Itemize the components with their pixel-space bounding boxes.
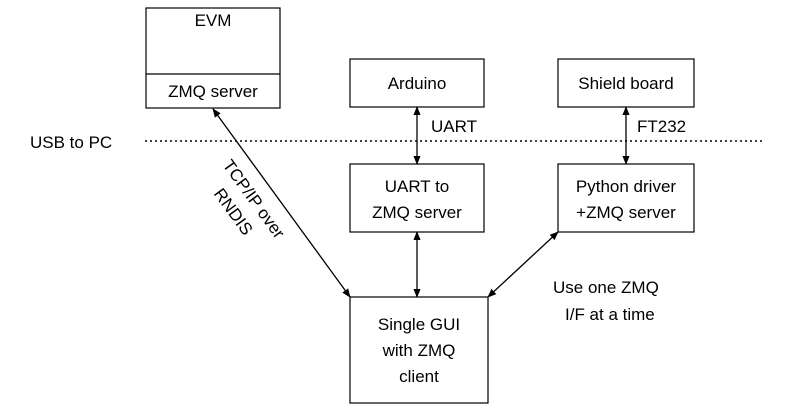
- uart-zmq-server-box: [349, 163, 485, 233]
- note-line1: Use one ZMQ: [553, 278, 659, 297]
- uart-zmq-server-line1: UART to: [385, 177, 450, 196]
- evm-node: EVM ZMQ server: [145, 7, 281, 109]
- gui-line2: with ZMQ: [382, 341, 456, 360]
- shield-board-label: Shield board: [578, 74, 673, 93]
- evm-title: EVM: [195, 11, 232, 30]
- python-driver-gui-arrow: [487, 231, 559, 298]
- evm-box: [145, 7, 281, 109]
- evm-zmq-server-label: ZMQ server: [168, 82, 258, 101]
- shield-board-box: [557, 58, 695, 108]
- uart-edge-label: UART: [431, 117, 477, 136]
- gui-line1: Single GUI: [378, 315, 460, 334]
- gui-node: Single GUI with ZMQ client: [349, 296, 489, 404]
- python-driver-node: Python driver +ZMQ server: [557, 163, 695, 233]
- gui-line3: client: [399, 367, 439, 386]
- evm-gui-tcpip-arrow: [212, 108, 351, 298]
- uart-zmq-server-node: UART to ZMQ server: [349, 163, 485, 233]
- python-driver-line2: +ZMQ server: [576, 203, 676, 222]
- gui-box: [349, 296, 489, 404]
- python-driver-line1: Python driver: [576, 177, 676, 196]
- arduino-node: Arduino: [349, 58, 485, 108]
- note-line2: I/F at a time: [565, 305, 655, 324]
- ft232-edge-label: FT232: [637, 117, 686, 136]
- tcpip-edge-label: TCP/IP over RNDIS: [210, 156, 289, 242]
- uart-zmq-server-line2: ZMQ server: [372, 203, 462, 222]
- arduino-label: Arduino: [388, 74, 447, 93]
- usb-to-pc-label: USB to PC: [30, 133, 112, 152]
- shield-board-node: Shield board: [557, 58, 695, 108]
